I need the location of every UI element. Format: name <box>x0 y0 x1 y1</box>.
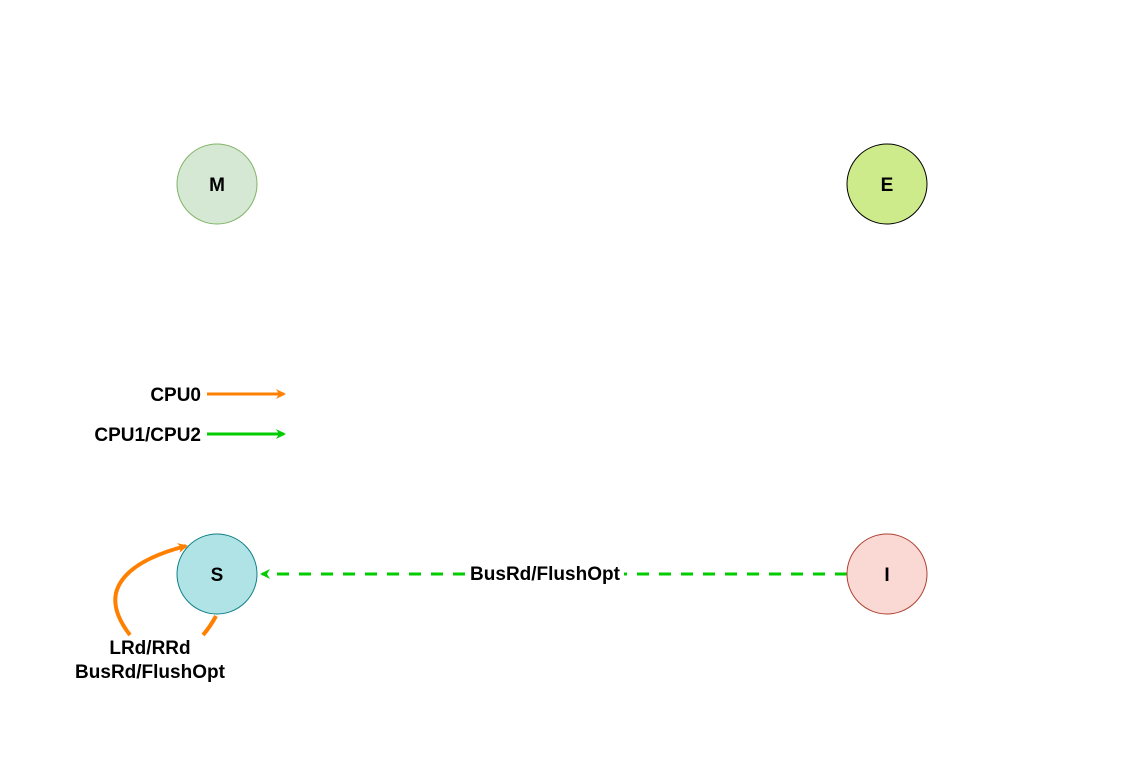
legend-label-cpu1-cpu2: CPU1/CPU2 <box>94 425 201 446</box>
legend-label-cpu0: CPU0 <box>150 385 201 406</box>
legend: CPU0 CPU1/CPU2 <box>94 385 286 446</box>
transition-s-self-loop: LRd/RRd BusRd/FlushOpt <box>75 543 226 683</box>
state-e-label: E <box>881 175 894 196</box>
state-e: E <box>846 143 928 225</box>
state-s-circle <box>176 533 258 615</box>
state-m: M <box>176 143 258 225</box>
transition-i-to-s: BusRd/FlushOpt <box>260 564 847 585</box>
state-i-circle <box>846 533 928 615</box>
state-s: S <box>176 533 258 615</box>
state-s-label: S <box>211 565 224 586</box>
state-m-circle <box>176 143 258 225</box>
transition-s-self-loop-label-line2: BusRd/FlushOpt <box>75 662 226 683</box>
state-i-label: I <box>884 565 889 586</box>
transition-s-self-loop-path <box>201 615 218 637</box>
transition-s-self-loop-label-line1: LRd/RRd <box>109 638 190 659</box>
state-m-label: M <box>209 175 225 196</box>
transition-i-to-s-label: BusRd/FlushOpt <box>470 564 621 585</box>
transition-s-self-loop-curve <box>113 543 188 637</box>
state-i: I <box>846 533 928 615</box>
state-e-circle <box>846 143 928 225</box>
